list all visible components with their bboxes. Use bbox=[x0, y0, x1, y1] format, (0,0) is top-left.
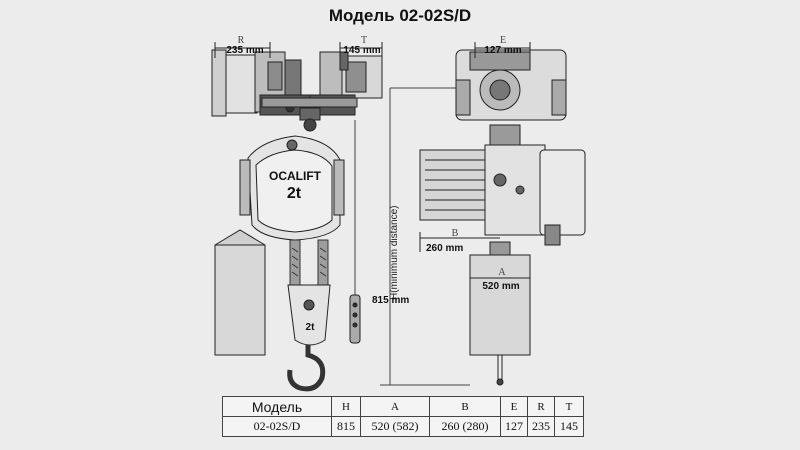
cell-h: 815 bbox=[331, 416, 361, 437]
dimension-h bbox=[380, 87, 470, 386]
trolley-beam bbox=[261, 97, 358, 132]
header-e: E bbox=[500, 396, 528, 417]
specs-header-row: Модель H A B E R T bbox=[222, 396, 584, 417]
dimension-h-value: 815 mm bbox=[372, 295, 409, 306]
specs-table: Модель H A B E R T 02-02S/D 815 520 (582… bbox=[222, 396, 584, 437]
dimension-b-value: 260 mm bbox=[426, 243, 463, 254]
hoist-capacity-label: 2t bbox=[287, 185, 302, 202]
header-r: R bbox=[527, 396, 555, 417]
hoist-body: OCALIFT 2t bbox=[239, 135, 345, 241]
dimension-e-value: 127 mm bbox=[484, 45, 521, 56]
dimension-a-value: 520 mm bbox=[482, 281, 519, 292]
dimension-t-value: 145 mm bbox=[343, 45, 380, 56]
cell-model: 02-02S/D bbox=[222, 416, 332, 437]
table-row: 02-02S/D 815 520 (582) 260 (280) 127 235… bbox=[222, 416, 584, 437]
dimension-t-letter: T bbox=[361, 35, 367, 46]
header-t: T bbox=[554, 396, 584, 417]
header-b: B bbox=[429, 396, 501, 417]
dimension-r-value: 235 mm bbox=[226, 45, 263, 56]
dimension-h-label: H(minimum distance) bbox=[389, 206, 400, 300]
header-a: A bbox=[360, 396, 430, 417]
hoist-technical-drawing: R 235 mm T 145 mm OCALIFT 2t 2t bbox=[211, 35, 586, 392]
dimension-b-letter: B bbox=[452, 228, 459, 239]
load-chains bbox=[289, 239, 329, 286]
header-model: Модель bbox=[222, 396, 332, 417]
pendant-control bbox=[349, 120, 361, 344]
dimension-r-letter: R bbox=[238, 35, 245, 46]
hoist-brand-label: OCALIFT bbox=[269, 169, 322, 183]
page-title: Модель 02-02S/D bbox=[328, 6, 472, 25]
hoist-side-view bbox=[419, 124, 586, 246]
cell-t: 145 bbox=[554, 416, 584, 437]
chain-bag-right bbox=[469, 241, 531, 386]
cell-a: 520 (582) bbox=[360, 416, 430, 437]
cell-r: 235 bbox=[527, 416, 555, 437]
trolley-top-view bbox=[455, 49, 567, 121]
hook-capacity-label: 2t bbox=[306, 322, 316, 333]
chain-bag-left bbox=[214, 229, 266, 356]
dimension-a-letter: A bbox=[498, 267, 506, 278]
cell-b: 260 (280) bbox=[429, 416, 501, 437]
dimension-e-letter: E bbox=[500, 35, 506, 46]
cell-e: 127 bbox=[500, 416, 528, 437]
header-h: H bbox=[331, 396, 361, 417]
hook-block: 2t bbox=[287, 284, 331, 392]
